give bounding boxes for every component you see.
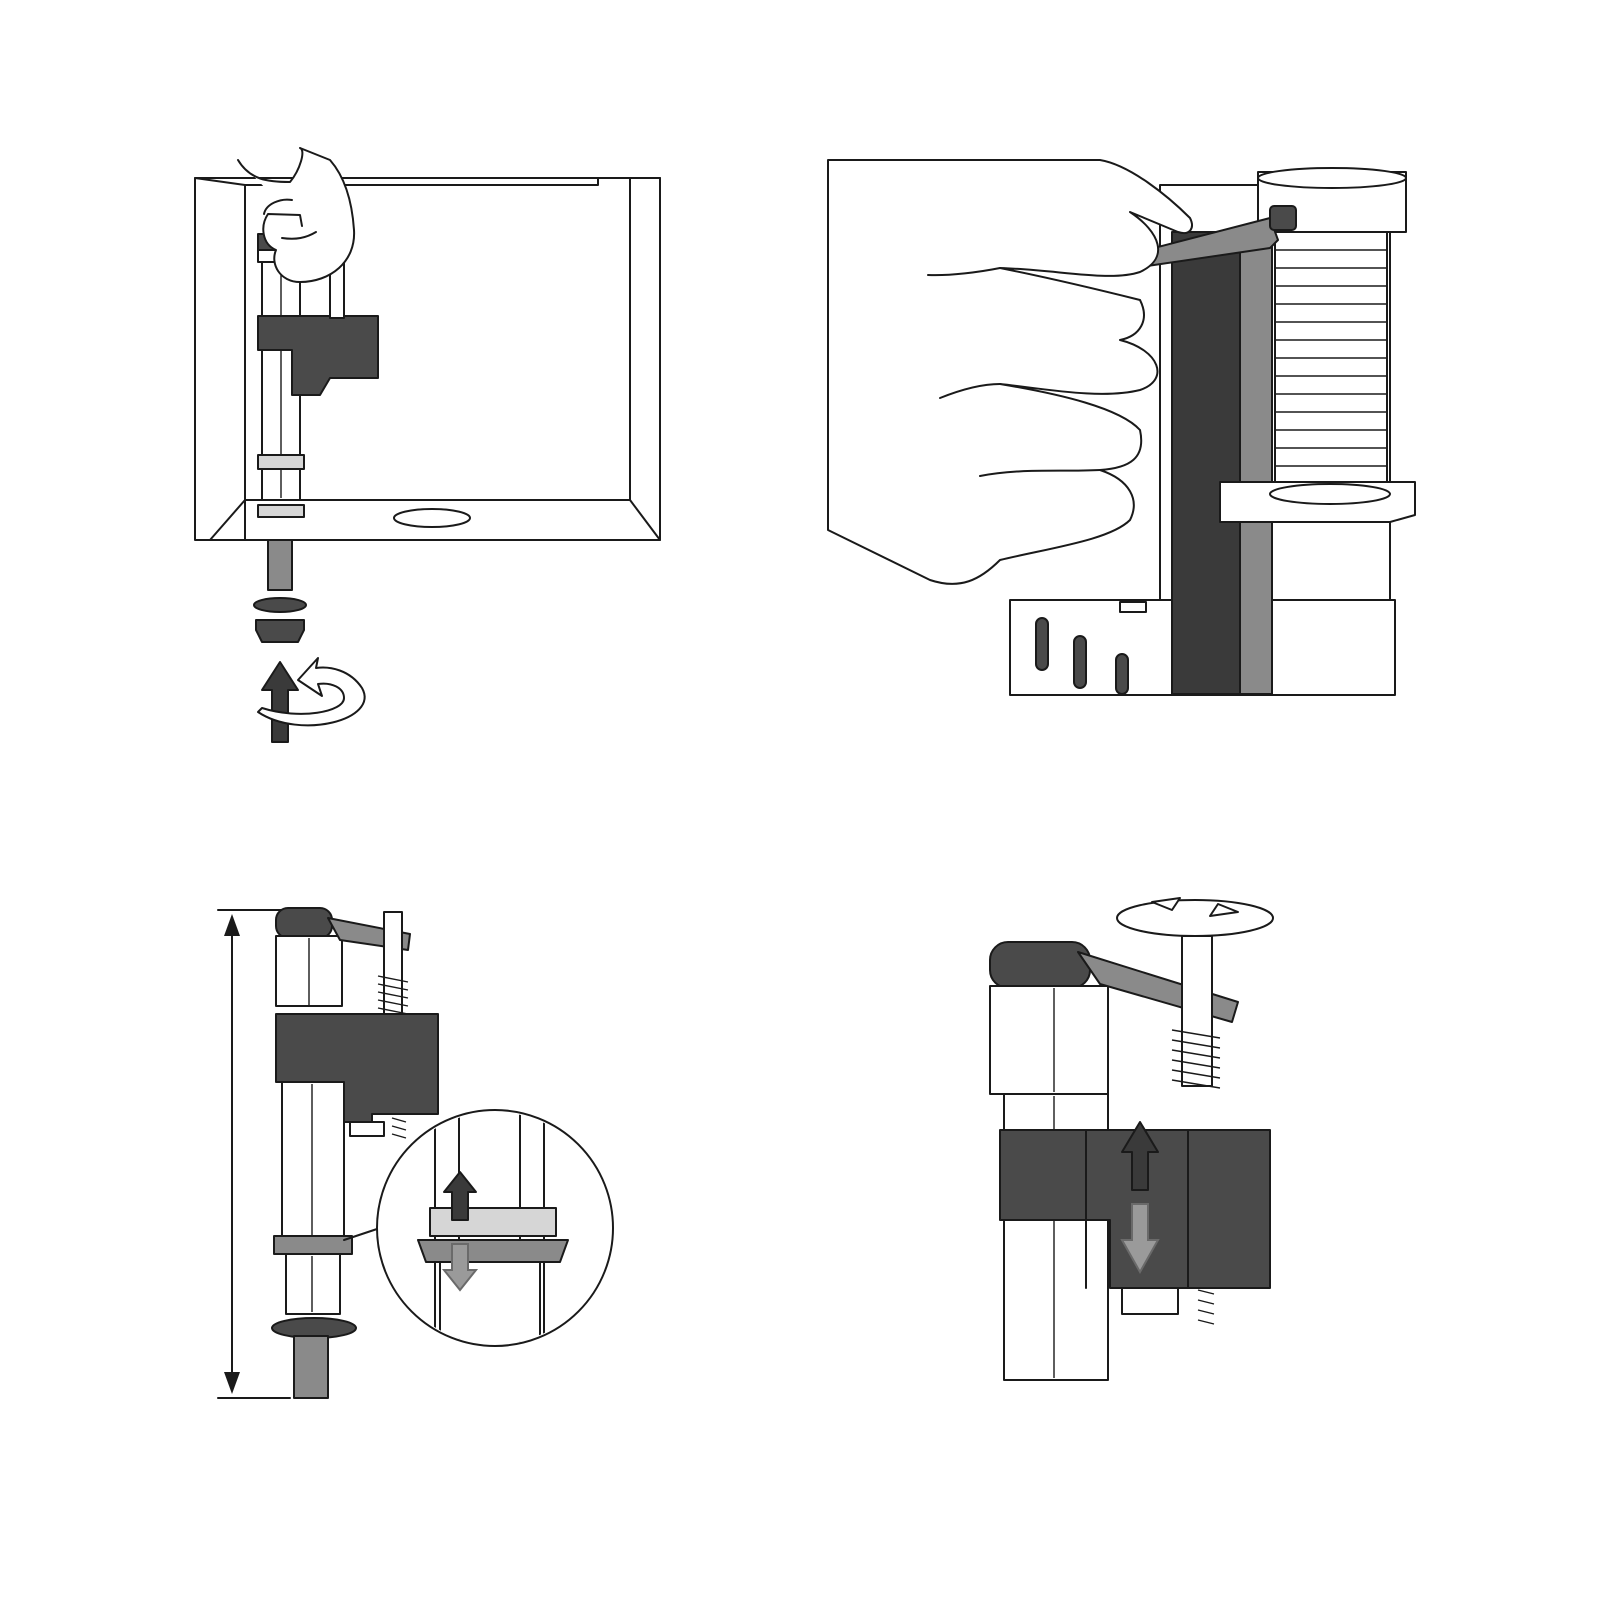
up-arrow-icon	[443, 1171, 477, 1221]
step-3-panel	[0, 800, 800, 1600]
height-arrow-icon	[217, 909, 291, 1399]
overflow-pipe	[1219, 167, 1416, 523]
down-arrow-icon	[1120, 1203, 1160, 1275]
rotate-arrow-icon	[1116, 897, 1274, 937]
washer-icon	[253, 597, 307, 613]
fill-valve	[989, 935, 1239, 1381]
rotate-arrow-icon	[257, 657, 366, 727]
hand-icon	[827, 159, 1193, 585]
step-1-illustration	[194, 147, 661, 743]
step-4-panel	[800, 800, 1600, 1600]
zoom-leader-line	[343, 1227, 381, 1241]
down-arrow-icon	[441, 1243, 479, 1292]
step-2-illustration	[827, 159, 1416, 696]
step-3-illustration	[217, 907, 614, 1399]
hand-icon	[237, 147, 356, 283]
lock-nut-icon	[255, 619, 305, 643]
step-1-panel	[0, 0, 800, 800]
fill-valve	[271, 907, 439, 1399]
up-arrow-icon	[1121, 1121, 1159, 1191]
step-2-panel	[800, 0, 1600, 800]
zoom-circle	[376, 1109, 614, 1347]
step-4-illustration	[989, 897, 1274, 1381]
up-arrow-icon	[261, 661, 299, 743]
